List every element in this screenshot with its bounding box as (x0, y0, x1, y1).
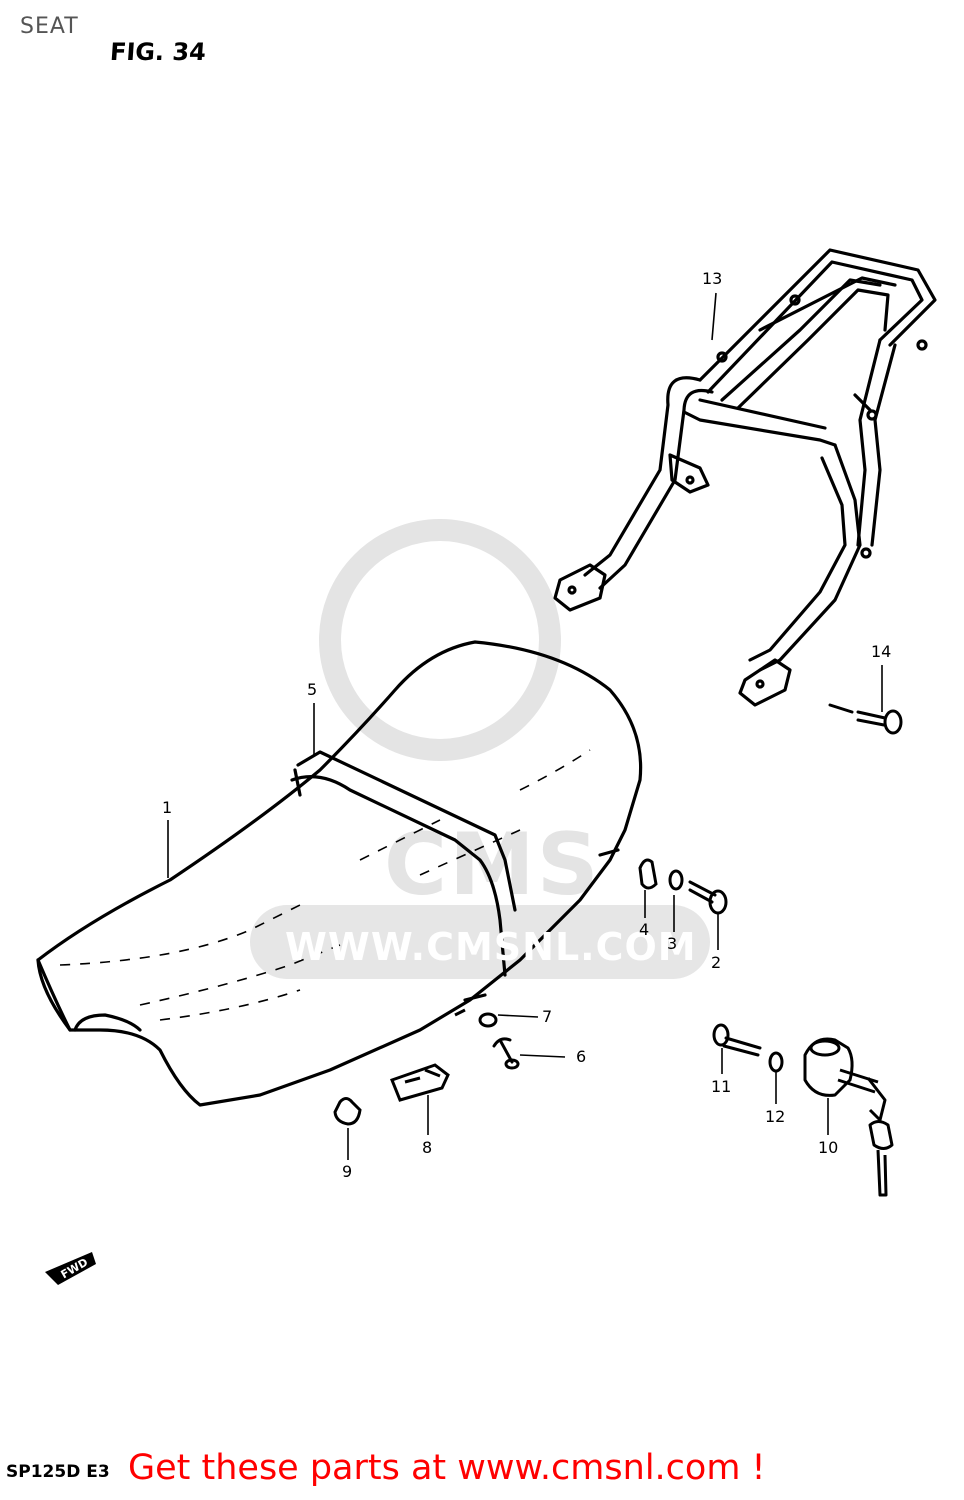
callout-7: 7 (542, 1007, 553, 1026)
seat (36, 640, 643, 1107)
callout-14: 14 (871, 642, 892, 661)
callout-4: 4 (639, 920, 650, 939)
callout-8: 8 (422, 1138, 433, 1157)
watermark-url: WWW.CMSNL.COM (285, 925, 697, 969)
callout-10: 10 (818, 1138, 839, 1157)
seat-seam-lines (59, 749, 591, 1021)
washer-7 (454, 1008, 498, 1028)
callout-1: 1 (162, 798, 173, 817)
callout-12: 12 (765, 1107, 786, 1126)
clip-9 (333, 1097, 362, 1126)
bolt-11 (712, 1023, 762, 1057)
callout-6: 6 (576, 1047, 587, 1066)
page-title: SEAT (20, 14, 79, 39)
leader-lines (167, 292, 883, 1160)
watermark-graphic (250, 519, 710, 979)
model-code: SP125D E3 (6, 1462, 110, 1482)
bolt-14 (828, 703, 903, 735)
callout-11: 11 (711, 1077, 732, 1096)
callout-3: 3 (667, 934, 678, 953)
rear-carrier (553, 248, 937, 707)
bracket-8 (390, 1063, 450, 1102)
screw-6 (492, 1037, 520, 1070)
washer-3 (668, 869, 684, 891)
bolt-2 (688, 880, 728, 915)
callout-13: 13 (702, 269, 723, 288)
forward-arrow-icon (45, 1252, 96, 1285)
parts-shop-link[interactable]: Get these parts at www.cmsnl.com ! (128, 1448, 766, 1488)
callout-9: 9 (342, 1162, 353, 1181)
callout-5: 5 (307, 680, 318, 699)
callout-2: 2 (711, 953, 722, 972)
washer-12 (768, 1051, 784, 1073)
cushion-4 (638, 858, 658, 890)
seat-lock-10 (803, 1037, 894, 1197)
